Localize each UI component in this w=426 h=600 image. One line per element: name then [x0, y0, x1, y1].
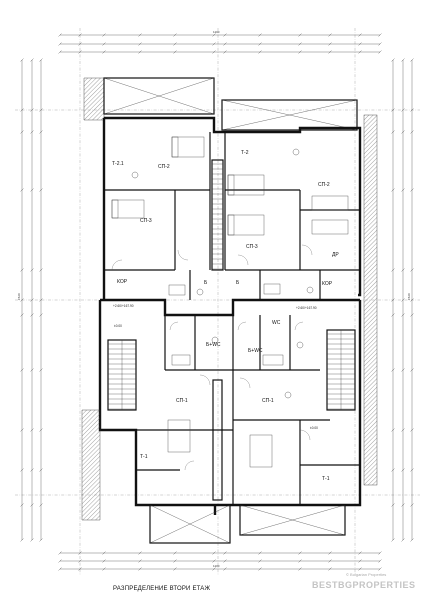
room-label-sp3-right: СП-3	[246, 244, 258, 250]
room-label-sp2-left: СП-2	[158, 164, 170, 170]
dimension-lines	[20, 33, 414, 571]
room-label-bwc1: Б+WC	[206, 342, 221, 348]
room-label-sp3-left: СП-3	[140, 218, 152, 224]
dim-left-total: 1520	[17, 293, 21, 300]
room-label-b1: Б	[204, 280, 208, 286]
room-label-dr: ДР	[332, 252, 339, 258]
room-label-sp1-left: СП-1	[176, 398, 188, 404]
central-stair-strip	[211, 159, 224, 501]
roof-bottom	[149, 504, 346, 544]
door-swings	[111, 244, 313, 471]
roof-top	[103, 77, 358, 131]
room-label-b2: Б	[236, 280, 240, 286]
room-label-sp2-right: СП-2	[318, 182, 330, 188]
watermark-line2: BESTBGPROPERTIES	[312, 580, 416, 590]
interior-walls-upper	[104, 132, 360, 300]
room-label-wc: WC	[272, 320, 281, 326]
room-label-t1-left: Т-1	[140, 454, 148, 460]
dim-top-total: 1100	[213, 30, 220, 34]
level-mark-1: +2.60/+167.90	[113, 304, 134, 308]
roof-hatch-top-left	[83, 77, 105, 121]
interior-walls-lower	[136, 315, 360, 505]
room-label-t2-left: Т-2.1	[112, 161, 124, 167]
outer-walls	[98, 116, 362, 515]
drawing-caption: РАЗПРЕДЕЛЕНИЕ ВТОРИ ЕТАЖ	[113, 586, 211, 592]
watermark: © Bulgarian Properties BESTBGPROPERTIES	[312, 572, 416, 590]
level-marks: +2.60/+167.90 ±0.00 +2.60/+167.90 ±0.00	[113, 304, 318, 430]
watermark-line1: © Bulgarian Properties	[346, 572, 386, 577]
level-mark-2: ±0.00	[114, 324, 122, 328]
dim-right-total: 1520	[407, 293, 411, 300]
overall-dimensions: 1100 1100 1520 1520	[17, 30, 411, 568]
furniture-beds	[111, 136, 349, 468]
room-label-t2-right: Т-2	[241, 150, 249, 156]
room-label-t1-right: Т-1	[322, 476, 330, 482]
level-mark-3: +2.60/+167.90	[296, 306, 317, 310]
room-label-kor-left: КОР	[117, 279, 128, 285]
sanitary-fixtures	[131, 148, 314, 399]
neighbour-wall-hatch	[363, 114, 378, 486]
room-label-bwc2: Б+WC	[248, 348, 263, 354]
roof-hatch-bottom-left	[81, 409, 101, 521]
room-labels: Т-2.1 СП-2 СП-3 КОР Т-2 СП-2 СП-3 ДР КОР…	[112, 150, 339, 482]
room-label-sp1-right: СП-1	[262, 398, 274, 404]
dim-bottom-total: 1100	[213, 564, 220, 568]
staircase-left	[107, 339, 137, 411]
room-label-kor-right: КОР	[322, 281, 333, 287]
level-mark-4: ±0.00	[310, 426, 318, 430]
staircase-right	[326, 329, 356, 411]
